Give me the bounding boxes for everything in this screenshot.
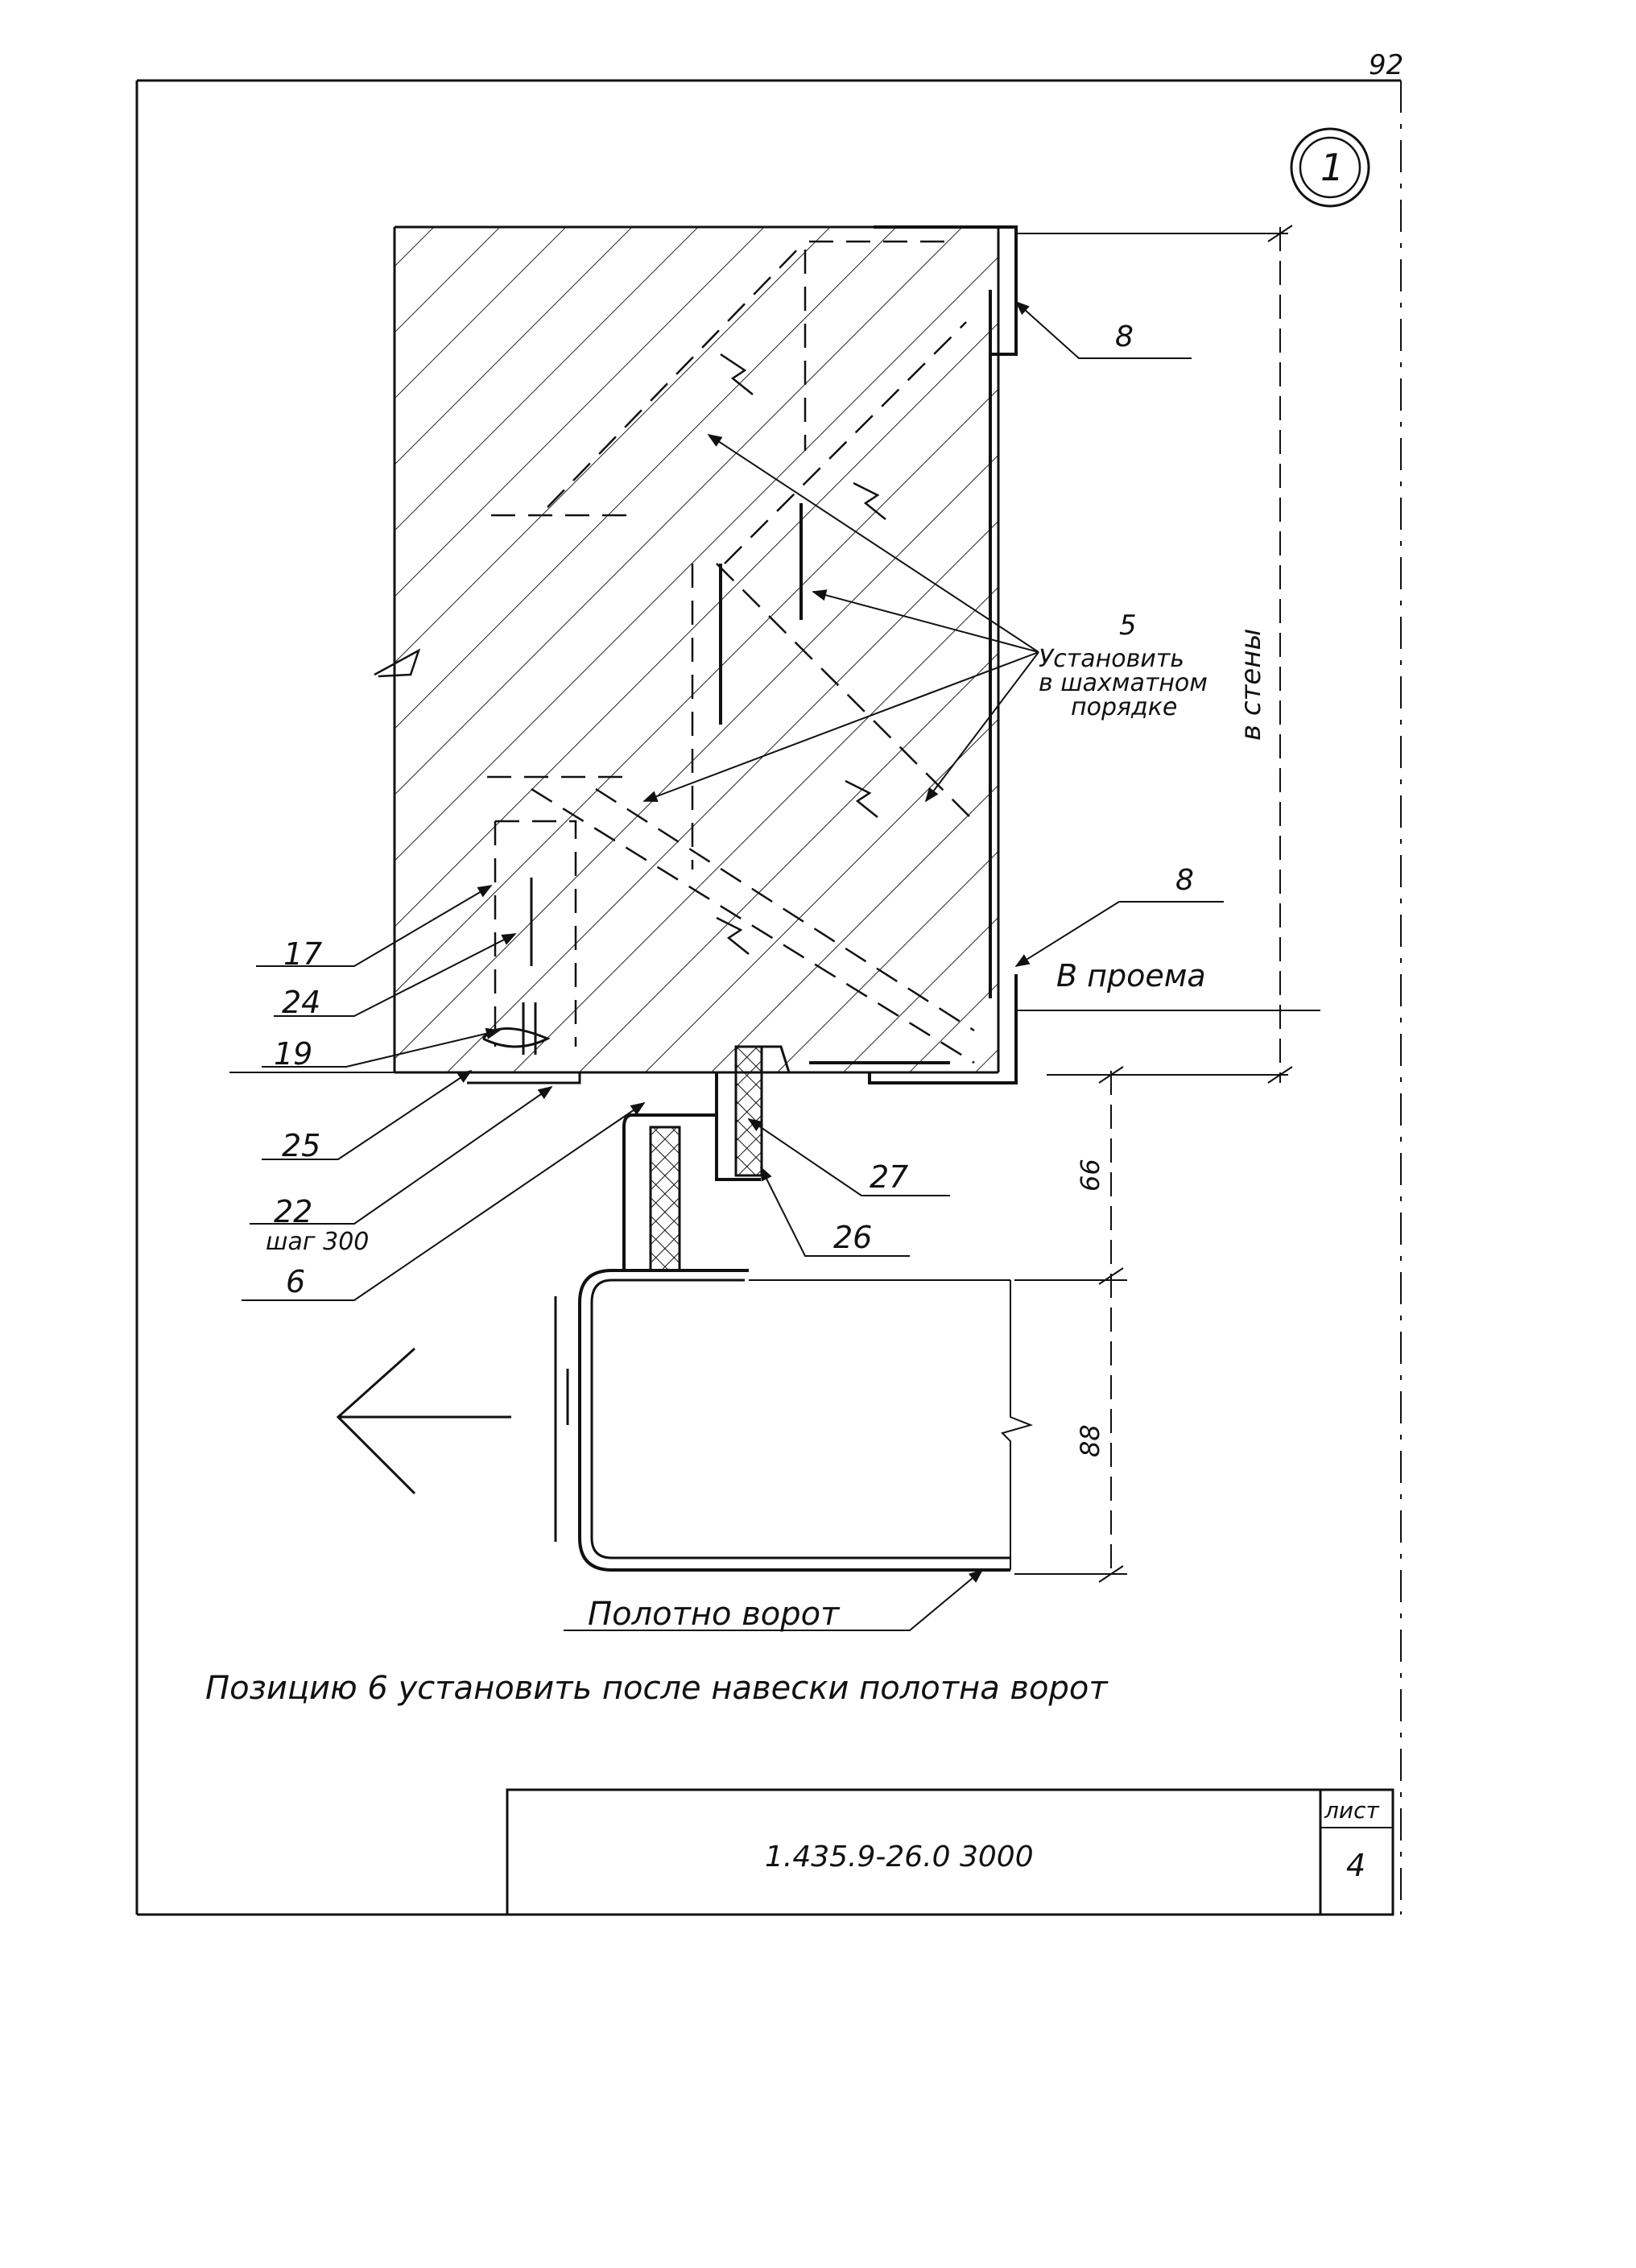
dimension-66: 66: [1075, 1159, 1105, 1192]
leader-lines: [242, 300, 1224, 1631]
label-item-17: 17: [283, 936, 322, 972]
label-pitch: шаг 300: [266, 1228, 369, 1256]
label-item-8-bottom: 8: [1175, 864, 1194, 897]
label-item-25: 25: [282, 1128, 320, 1163]
sheet-marker: 1: [1290, 127, 1370, 208]
label-item-22: 22: [274, 1194, 312, 1229]
sheet-label: лист: [1324, 1797, 1379, 1824]
direction-arrow: [336, 1347, 511, 1495]
dimension-88: 88: [1075, 1424, 1105, 1457]
installation-note: Позицию 6 установить после навески полот…: [205, 1670, 1109, 1707]
sheet-number: 4: [1346, 1848, 1365, 1883]
wall-section: [374, 225, 1000, 1074]
title-block: 1.435.9-26.0 3000 лист 4: [506, 1788, 1394, 1916]
steel-frame-angle: [809, 225, 1018, 1084]
label-item-26: 26: [833, 1220, 872, 1255]
gate-leaf-label: Полотно ворот: [588, 1596, 841, 1633]
label-item-19: 19: [274, 1036, 312, 1072]
label-item-6: 6: [286, 1264, 305, 1299]
gate-leaf: [554, 1269, 1034, 1572]
sheet-marker-number: 1: [1320, 146, 1344, 189]
document-code: 1.435.9-26.0 3000: [765, 1840, 1034, 1873]
label-item-5: 5: [1119, 609, 1137, 642]
label-item-8-top: 8: [1115, 320, 1134, 353]
note-line-2: в шахматном: [1039, 669, 1208, 697]
dimension-lines: [1014, 225, 1320, 1583]
note-line-3: порядке: [1071, 693, 1177, 721]
note-line-1: Установить: [1039, 645, 1184, 673]
label-item-27: 27: [870, 1159, 908, 1195]
reinforcement-bars: [487, 240, 975, 1064]
page-number: 92: [1369, 49, 1403, 81]
dimension-wall-width: в стены: [1235, 629, 1267, 741]
dimension-opening-width: В проема: [1056, 958, 1206, 994]
label-item-24: 24: [282, 985, 320, 1020]
